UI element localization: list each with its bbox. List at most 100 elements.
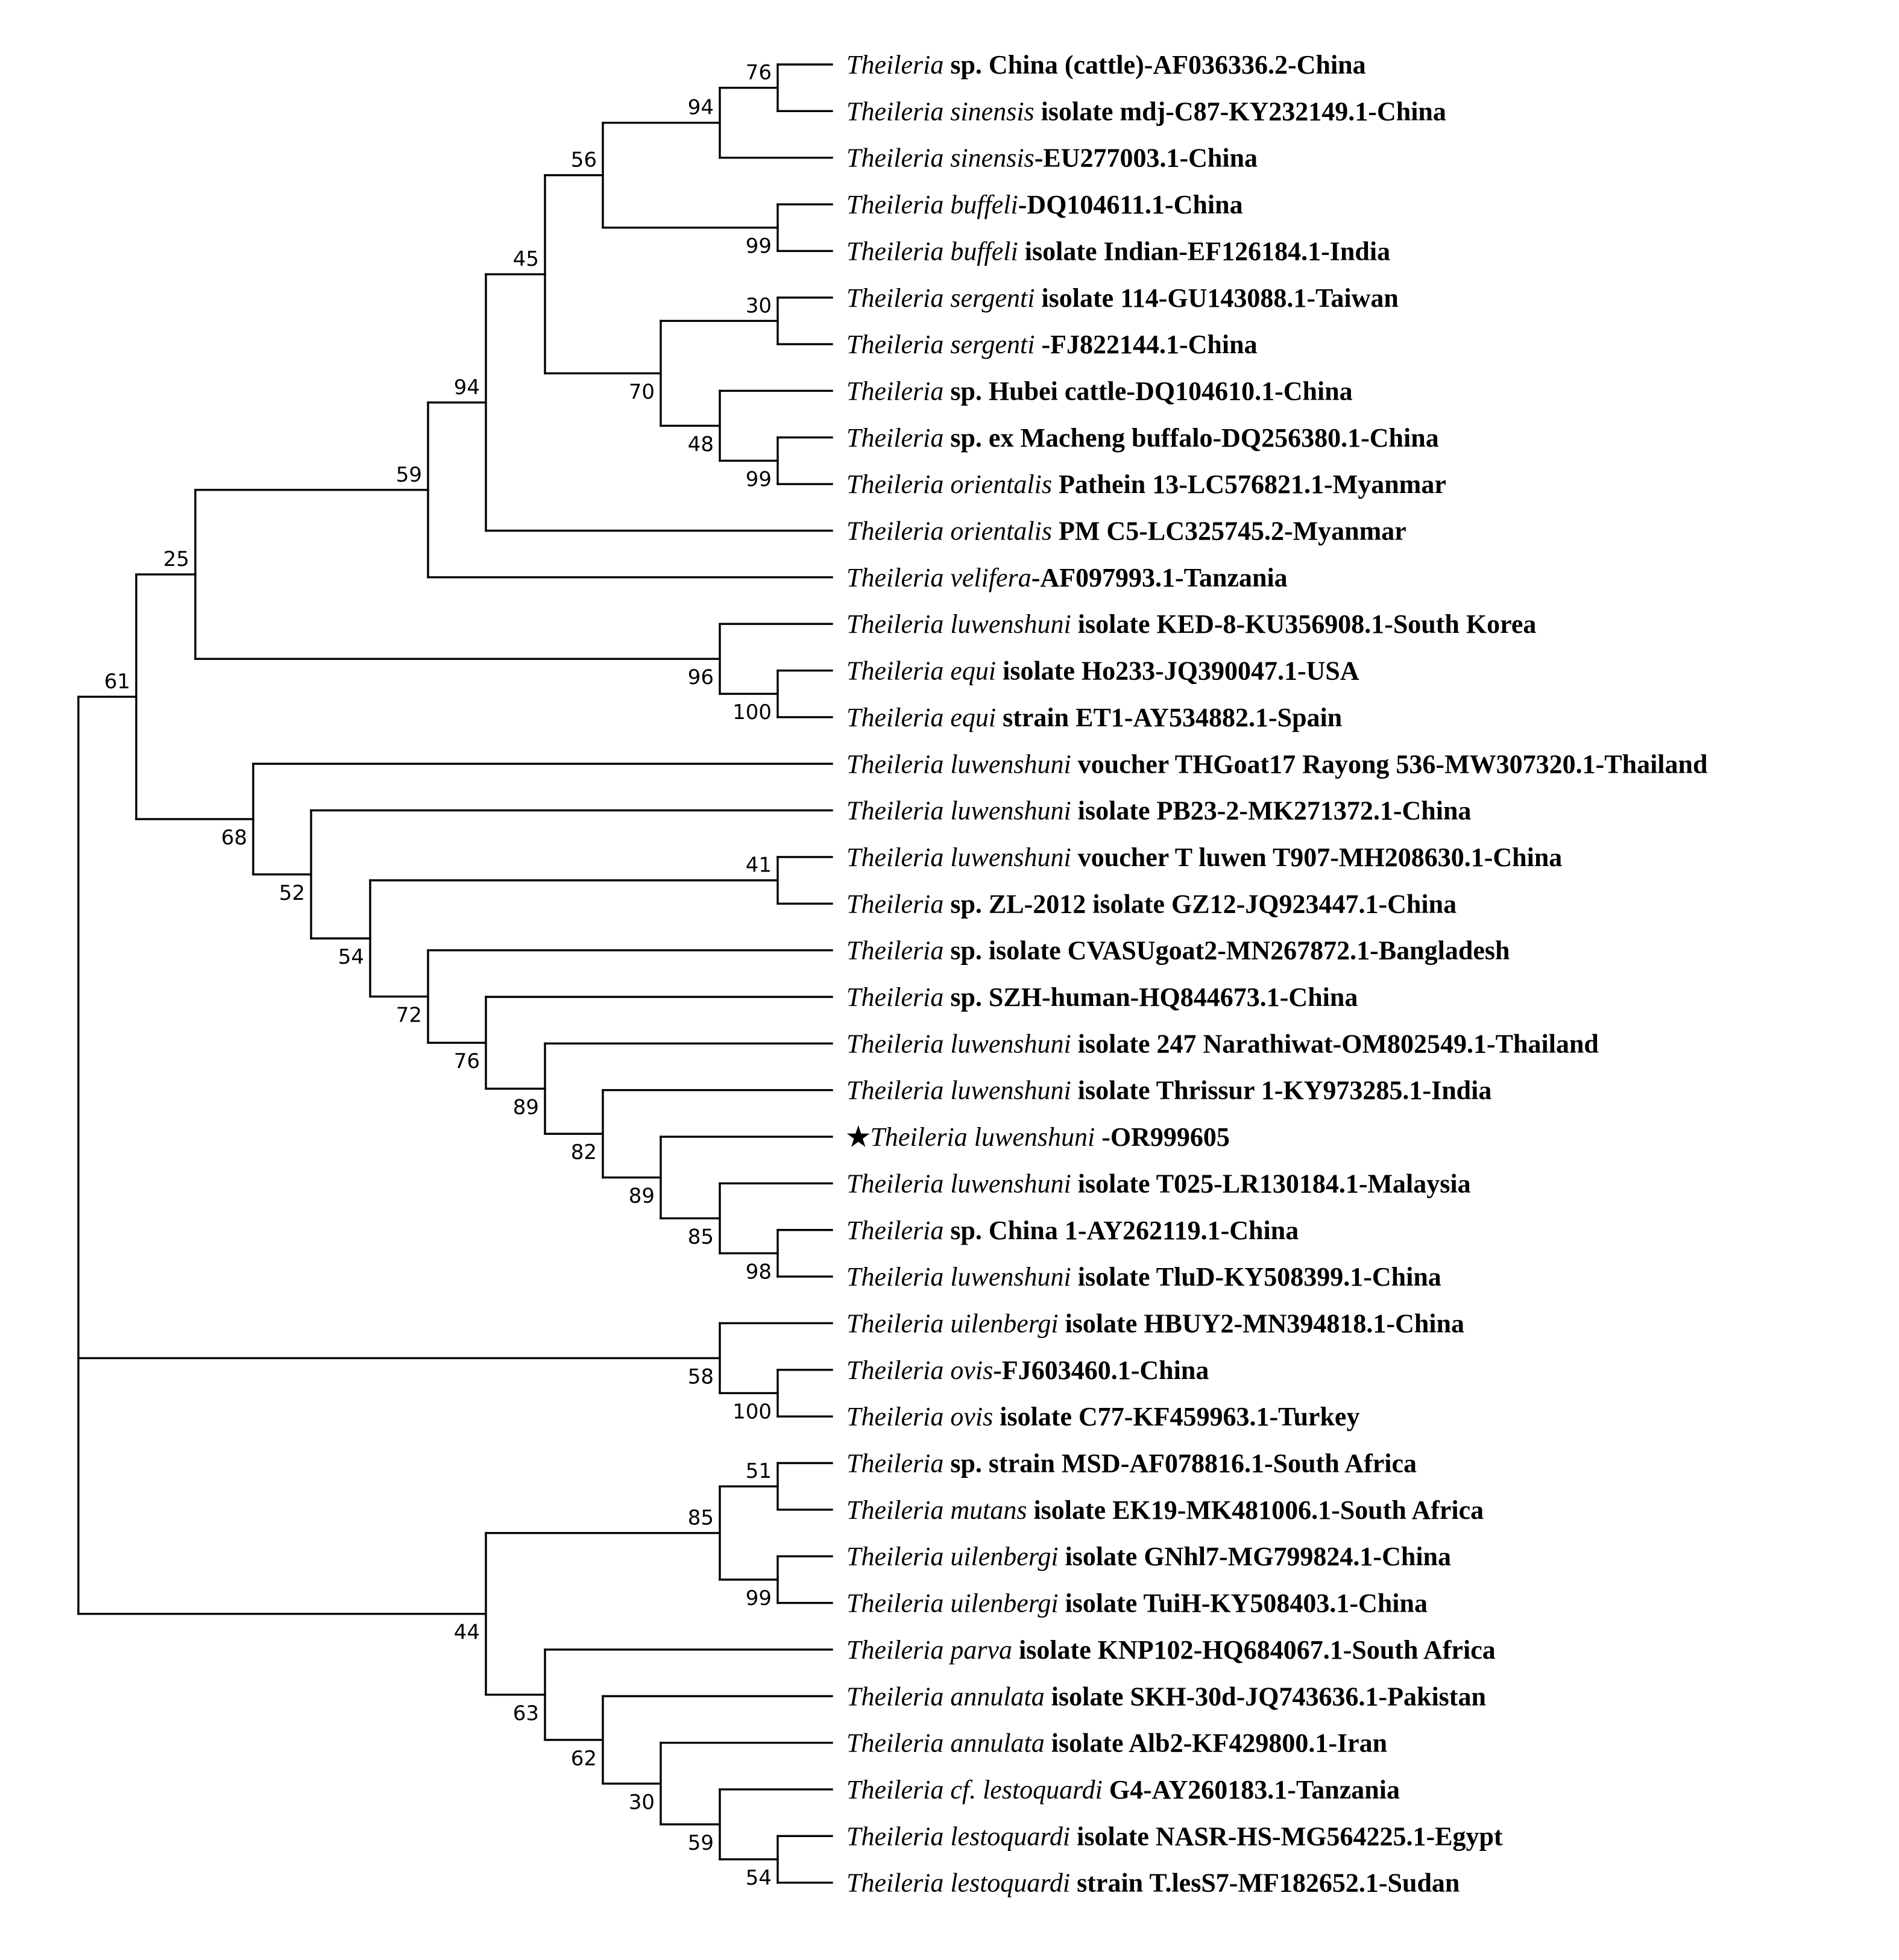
accession-info: G4-AY260183.1-Tanzania	[1103, 1775, 1400, 1805]
bootstrap-value-n44: 44	[454, 1621, 480, 1645]
genus-name: Theileria	[846, 609, 943, 639]
taxon-label-t13: Theileria luwenshuni isolate KED-8-KU356…	[846, 609, 1536, 639]
species-name: luwenshuni	[943, 1029, 1071, 1058]
genus-name: Theileria	[870, 1122, 967, 1152]
taxon-label-t21: Theileria sp. SZH-human-HQ844673.1-China	[846, 982, 1358, 1012]
bootstrap-value-n99c: 99	[746, 1586, 772, 1610]
species-name: luwenshuni	[968, 1122, 1095, 1152]
genus-name: Theileria	[846, 1216, 943, 1245]
accession-info: Pathein 13-LC576821.1-Myanmar	[1052, 470, 1446, 499]
accession-info: isolate Indian-EF126184.1-India	[1018, 236, 1390, 266]
accession-info: isolate 247 Narathiwat-OM802549.1-Thaila…	[1071, 1029, 1599, 1058]
taxon-label-t31: Theileria sp. strain MSD-AF078816.1-Sout…	[846, 1449, 1417, 1478]
accession-info: -EU277003.1-China	[1035, 143, 1258, 173]
bootstrap-value-n59: 59	[396, 463, 422, 487]
bootstrap-value-n72: 72	[396, 1003, 422, 1027]
genus-name: Theileria	[846, 1449, 943, 1478]
species-name: orientalis	[943, 470, 1052, 499]
accession-info: isolate mdj-C87-KY232149.1-China	[1035, 96, 1446, 126]
genus-name: Theileria	[846, 889, 943, 919]
bootstrap-value-n45: 45	[513, 247, 539, 271]
bootstrap-value-n82: 82	[571, 1140, 597, 1164]
taxon-label-t23: Theileria luwenshuni isolate Thrissur 1-…	[846, 1076, 1491, 1105]
genus-name: Theileria	[846, 936, 943, 966]
taxon-label-t05: Theileria buffeli isolate Indian-EF12618…	[846, 236, 1390, 266]
accession-info: sp. Hubei cattle-DQ104610.1-China	[943, 376, 1352, 406]
accession-info: -AF097993.1-Tanzania	[1031, 563, 1288, 592]
bootstrap-value-n30a: 30	[746, 294, 772, 318]
genus-name: Theileria	[846, 1029, 943, 1058]
species-name: sinensis	[943, 143, 1034, 173]
star-icon: ★	[846, 1122, 870, 1152]
bootstrap-value-n76b: 76	[454, 1049, 480, 1073]
species-name: ovis	[943, 1402, 993, 1431]
bootstrap-values: 6125599445569476997030489996100685254417…	[104, 61, 772, 1890]
accession-info: voucher THGoat17 Rayong 536-MW307320.1-T…	[1071, 749, 1708, 779]
bootstrap-value-n100b: 100	[732, 1399, 772, 1424]
genus-name: Theileria	[846, 1868, 943, 1898]
taxon-label-t04: Theileria buffeli-DQ104611.1-China	[846, 190, 1243, 219]
species-name: annulata	[943, 1682, 1044, 1711]
genus-name: Theileria	[846, 376, 943, 406]
taxon-label-t28: Theileria uilenbergi isolate HBUY2-MN394…	[846, 1308, 1464, 1338]
species-name: uilenbergi	[943, 1308, 1058, 1338]
genus-name: Theileria	[846, 1775, 943, 1805]
taxon-label-t15: Theileria equi strain ET1-AY534882.1-Spa…	[846, 703, 1342, 732]
species-name: buffeli	[943, 190, 1018, 219]
taxon-label-t02: Theileria sinensis isolate mdj-C87-KY232…	[846, 96, 1446, 126]
species-name: uilenbergi	[943, 1542, 1058, 1571]
accession-info: isolate Alb2-KF429800.1-Iran	[1045, 1729, 1387, 1758]
genus-name: Theileria	[846, 423, 943, 453]
accession-info: voucher T luwen T907-MH208630.1-China	[1071, 843, 1563, 872]
species-name: velifera	[943, 563, 1031, 592]
accession-info: -FJ822144.1-China	[1035, 330, 1257, 359]
species-name: luwenshuni	[943, 749, 1071, 779]
taxon-label-t25: Theileria luwenshuni isolate T025-LR1301…	[846, 1169, 1471, 1198]
genus-name: Theileria	[846, 1495, 943, 1525]
accession-info: strain ET1-AY534882.1-Spain	[996, 703, 1342, 732]
genus-name: Theileria	[846, 563, 943, 592]
bootstrap-value-n89a: 89	[513, 1095, 539, 1119]
bootstrap-value-n68: 68	[221, 826, 247, 850]
species-name: uilenbergi	[943, 1589, 1058, 1618]
taxon-label-t19: Theileria sp. ZL-2012 isolate GZ12-JQ923…	[846, 889, 1457, 919]
species-name: sergenti	[943, 283, 1035, 313]
species-name: luwenshuni	[943, 609, 1071, 639]
taxon-label-t34: Theileria uilenbergi isolate TuiH-KY5084…	[846, 1589, 1428, 1618]
genus-name: Theileria	[846, 982, 943, 1012]
taxon-label-t35: Theileria parva isolate KNP102-HQ684067.…	[846, 1635, 1496, 1665]
species-name: annulata	[943, 1729, 1044, 1758]
accession-info: strain T.lesS7-MF182652.1-Sudan	[1070, 1868, 1460, 1898]
accession-info: isolate NASR-HS-MG564225.1-Egypt	[1070, 1821, 1503, 1851]
species-name: lestoquardi	[943, 1821, 1070, 1851]
bootstrap-value-n98: 98	[746, 1260, 772, 1284]
accession-info: isolate TuiH-KY508403.1-China	[1059, 1589, 1428, 1618]
taxon-label-t36: Theileria annulata isolate SKH-30d-JQ743…	[846, 1682, 1486, 1711]
taxon-label-t06: Theileria sergenti isolate 114-GU143088.…	[846, 283, 1399, 313]
species-name: luwenshuni	[943, 1262, 1071, 1292]
genus-name: Theileria	[846, 1169, 943, 1198]
genus-name: Theileria	[846, 283, 943, 313]
genus-name: Theileria	[846, 1076, 943, 1105]
accession-info: sp. China (cattle)-AF036336.2-China	[943, 50, 1365, 80]
species-name: lestoquardi	[943, 1868, 1070, 1898]
bootstrap-value-n100a: 100	[732, 700, 772, 724]
taxon-label-t03: Theileria sinensis-EU277003.1-China	[846, 143, 1258, 173]
taxon-label-t07: Theileria sergenti -FJ822144.1-China	[846, 330, 1258, 359]
taxon-label-t22: Theileria luwenshuni isolate 247 Narathi…	[846, 1029, 1599, 1058]
taxon-label-t30: Theileria ovis isolate C77-KF459963.1-Tu…	[846, 1402, 1359, 1431]
genus-name: Theileria	[846, 96, 943, 126]
genus-name: Theileria	[846, 1821, 943, 1851]
taxon-label-t08: Theileria sp. Hubei cattle-DQ104610.1-Ch…	[846, 376, 1353, 406]
species-name: parva	[943, 1635, 1012, 1665]
bootstrap-value-n54: 54	[338, 945, 364, 969]
accession-info: sp. China 1-AY262119.1-China	[943, 1216, 1299, 1245]
genus-name: Theileria	[846, 703, 943, 732]
bootstrap-value-n94b: 94	[688, 96, 714, 120]
bootstrap-value-n85b: 85	[688, 1506, 714, 1530]
genus-name: Theileria	[846, 1589, 943, 1618]
taxon-label-t26: Theileria sp. China 1-AY262119.1-China	[846, 1216, 1299, 1245]
accession-info: isolate KED-8-KU356908.1-South Korea	[1071, 609, 1537, 639]
taxon-label-t37: Theileria annulata isolate Alb2-KF429800…	[846, 1729, 1387, 1758]
